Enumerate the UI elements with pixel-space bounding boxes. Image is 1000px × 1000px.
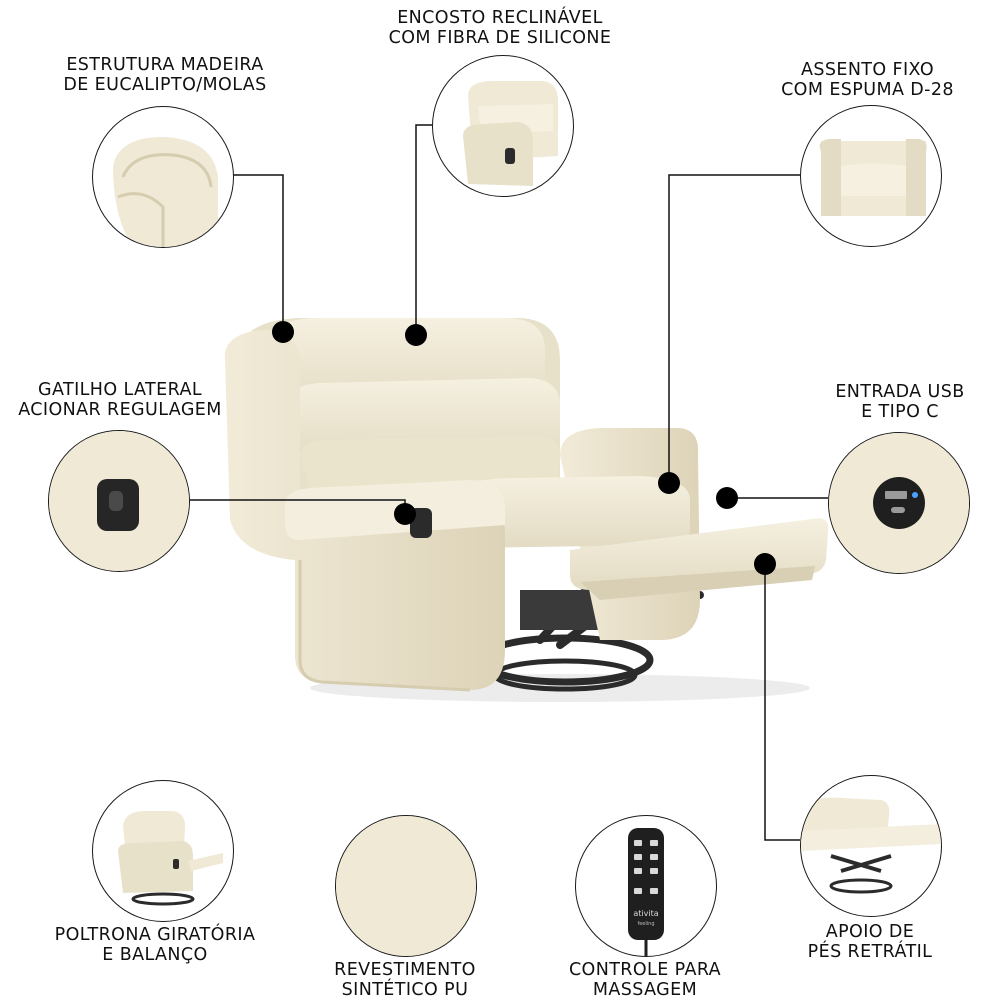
label-revestimento-line2: Sintético PU — [341, 980, 469, 1000]
label-assento: Assento Fixo com Espuma D-28 — [755, 60, 980, 100]
label-encosto-line1: Encosto Reclinável — [397, 8, 603, 28]
label-gatilho-line2: Acionar Regulagem — [18, 400, 222, 420]
label-apoio-line2: Pés Retrátil — [807, 942, 933, 962]
label-estrutura-line1: Estrutura Madeira — [66, 55, 264, 75]
callout-dot-estrutura — [272, 321, 294, 343]
label-estrutura: Estrutura Madeira de Eucalipto/Molas — [40, 55, 290, 95]
label-giratoria-line2: e Balanço — [102, 945, 208, 965]
thumb-revestimento — [335, 815, 477, 957]
label-controle-line2: Massagem — [592, 980, 698, 1000]
label-assento-line2: com Espuma D-28 — [781, 80, 954, 100]
thumb-usb — [828, 432, 970, 574]
label-encosto: Encosto Reclinável com Fibra de Silicone — [370, 8, 630, 48]
thumb-controle: ativita feeling — [575, 815, 717, 957]
usb-port-icon — [873, 477, 925, 529]
label-apoio: Apoio de Pés Retrátil — [790, 922, 950, 962]
thumb-apoio — [800, 775, 942, 917]
callout-dot-usb — [716, 487, 738, 509]
thumb-assento — [800, 105, 942, 247]
thumb-encosto — [432, 55, 574, 197]
thumb-estrutura — [92, 106, 234, 248]
label-gatilho-line1: Gatilho Lateral — [38, 380, 202, 400]
label-revestimento-line1: Revestimento — [334, 960, 476, 980]
label-gatilho: Gatilho Lateral Acionar Regulagem — [5, 380, 235, 420]
callout-dot-apoio — [754, 553, 776, 575]
label-estrutura-line2: de Eucalipto/Molas — [63, 75, 267, 95]
remote-sub: feeling — [637, 921, 654, 927]
thumb-giratoria — [92, 780, 234, 922]
callout-dot-gatilho — [394, 503, 416, 525]
label-controle-line1: Controle para — [568, 960, 722, 980]
label-usb-line2: e Tipo C — [861, 402, 939, 422]
label-giratoria-line1: Poltrona Giratória — [54, 925, 256, 945]
remote-brand: ativita — [633, 909, 658, 918]
label-apoio-line1: Apoio de — [825, 922, 915, 942]
label-assento-line1: Assento Fixo — [800, 60, 935, 80]
callout-dot-encosto — [405, 324, 427, 346]
label-revestimento: Revestimento Sintético PU — [310, 960, 500, 1000]
label-giratoria: Poltrona Giratória e Balanço — [40, 925, 270, 965]
label-controle: Controle para Massagem — [545, 960, 745, 1000]
label-usb-line1: Entrada USB — [835, 382, 965, 402]
thumb-gatilho — [48, 430, 190, 572]
label-encosto-line2: com Fibra de Silicone — [388, 28, 612, 48]
label-usb: Entrada USB e Tipo C — [815, 382, 985, 422]
callout-dot-assento — [658, 472, 680, 494]
